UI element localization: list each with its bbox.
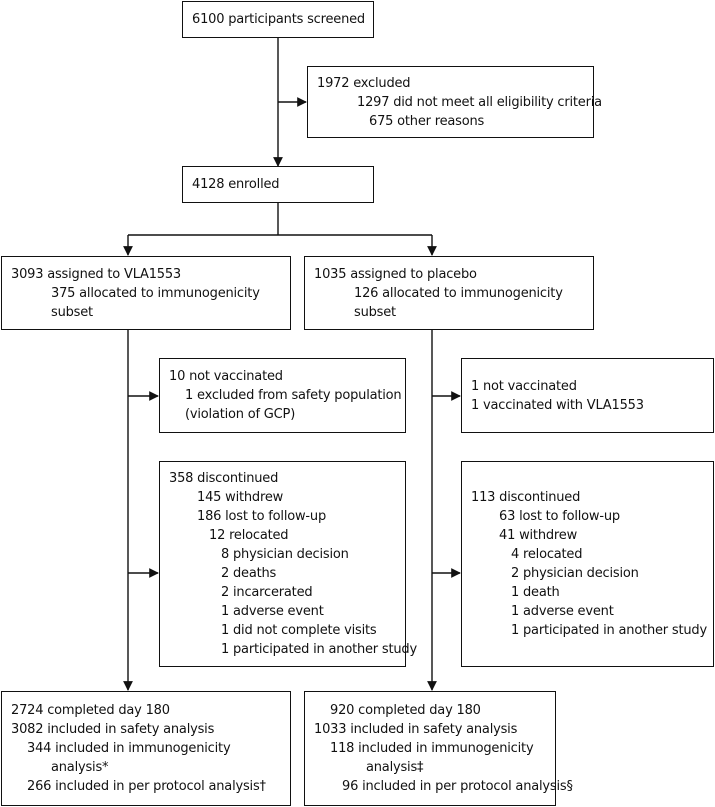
vla-discontinued-line-8: 1 adverse event xyxy=(221,604,324,619)
placebo-assigned-line-1: 1035 assigned to placebo xyxy=(314,266,477,282)
placebo-discontinued-line-7: 1 adverse event xyxy=(511,604,614,619)
placebo-discontinued-line-4: 4 relocated xyxy=(511,547,583,562)
vla-discontinued-line-5: 8 physician decision xyxy=(221,547,349,562)
placebo-discontinued-box: 113 discontinued 63 lost to follow-up 41 w… xyxy=(461,461,714,667)
vla-discontinued-line-7: 2 incarcerated xyxy=(221,585,313,600)
placebo-assigned-line-3: subset xyxy=(354,304,396,320)
placebo-assigned-box: 1035 assigned to placebo 126 allocated to… xyxy=(304,256,594,330)
vla-completed-line-5: 266 included in per protocol analysis† xyxy=(27,779,266,794)
placebo-discontinued-line-8: 1 participated in another study xyxy=(511,623,707,638)
placebo-not-vaccinated-line-1: 1 not vaccinated xyxy=(471,378,577,394)
placebo-completed-line-2: 1033 included in safety analysis xyxy=(314,722,518,737)
vla-discontinued-line-9: 1 did not complete visits xyxy=(221,623,377,638)
vla-discontinued-line-4: 12 relocated xyxy=(209,528,289,543)
placebo-completed-box: 920 completed day 180 1033 included in sa… xyxy=(304,691,573,806)
vla-assigned-line-1: 3093 assigned to VLA1553 xyxy=(11,266,182,282)
vla-assigned-line-2: 375 allocated to immunogenicity xyxy=(51,285,260,301)
vla-completed-line-4: analysis* xyxy=(51,760,109,775)
excluded-box: 1972 excluded 1297 did not meet all eligi… xyxy=(307,66,602,138)
excluded-top-line-3: 675 other reasons xyxy=(369,113,485,129)
vla-discontinued-line-2: 145 withdrew xyxy=(197,490,284,505)
placebo-completed-line-4: analysis‡ xyxy=(366,760,424,775)
vla-discontinued-line-10: 1 participated in another study xyxy=(221,642,417,657)
enrolled-box: 4128 enrolled xyxy=(182,166,374,203)
placebo-completed-line-5: 96 included in per protocol analysis§ xyxy=(342,779,573,794)
vla-not-vaccinated-box: 10 not vaccinated 1 excluded from safety … xyxy=(159,358,406,433)
vla-not-vaccinated-line-2: 1 excluded from safety population xyxy=(185,388,402,403)
excluded-top-line-2: 1297 did not meet all eligibility criter… xyxy=(357,94,602,110)
placebo-assigned-line-2: 126 allocated to immunogenicity xyxy=(354,285,563,301)
placebo-discontinued-line-5: 2 physician decision xyxy=(511,566,639,581)
vla-completed-line-2: 3082 included in safety analysis xyxy=(11,722,215,737)
vla-discontinued-line-6: 2 deaths xyxy=(221,566,277,581)
placebo-discontinued-line-1: 113 discontinued xyxy=(471,490,581,505)
excluded-top-line-1: 1972 excluded xyxy=(317,75,411,91)
placebo-discontinued-line-2: 63 lost to follow-up xyxy=(499,509,620,524)
placebo-not-vaccinated-line-2: 1 vaccinated with VLA1553 xyxy=(471,397,644,413)
vla-discontinued-line-1: 358 discontinued xyxy=(169,471,279,486)
screened-line-1: 6100 participants screened xyxy=(192,12,365,27)
vla-discontinued-box: 358 discontinued 145 withdrew 186 lost to … xyxy=(159,461,417,667)
vla-not-vaccinated-line-1: 10 not vaccinated xyxy=(169,369,283,384)
vla-discontinued-line-3: 186 lost to follow-up xyxy=(197,509,327,524)
vla-assigned-box: 3093 assigned to VLA1553 375 allocated to… xyxy=(1,256,291,330)
vla-completed-line-3: 344 included in immunogenicity xyxy=(27,741,231,756)
vla-completed-box: 2724 completed day 180 3082 included in s… xyxy=(1,691,291,806)
placebo-not-vaccinated-box: 1 not vaccinated 1 vaccinated with VLA155… xyxy=(461,358,714,433)
placebo-completed-line-1: 920 completed day 180 xyxy=(330,703,481,718)
vla-completed-line-1: 2724 completed day 180 xyxy=(11,703,170,718)
screened-box: 6100 participants screened xyxy=(182,1,374,38)
placebo-completed-line-3: 118 included in immunogenicity xyxy=(330,741,534,756)
placebo-discontinued-line-3: 41 withdrew xyxy=(499,528,577,543)
vla-not-vaccinated-line-3: (violation of GCP) xyxy=(185,407,296,422)
enrolled-line-1: 4128 enrolled xyxy=(192,177,280,192)
placebo-discontinued-line-6: 1 death xyxy=(511,585,560,600)
vla-assigned-line-3: subset xyxy=(51,304,93,320)
